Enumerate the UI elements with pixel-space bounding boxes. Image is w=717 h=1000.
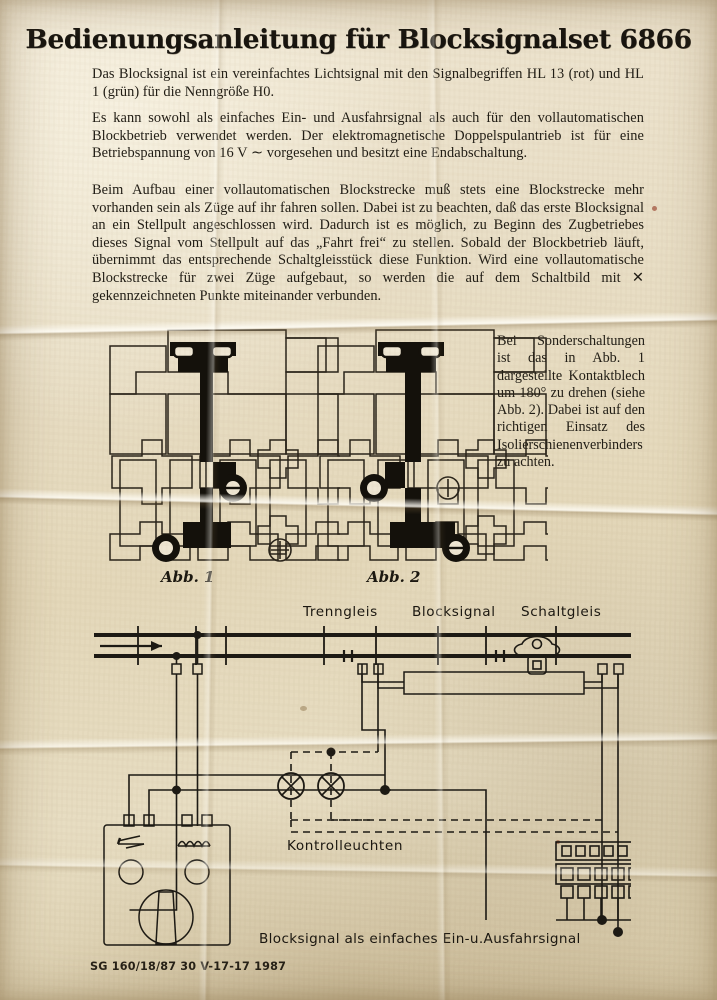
- label-kontrollleuchten: Kontrolleuchten: [287, 838, 404, 854]
- figure-caption-1: Abb. 1: [161, 568, 215, 586]
- wiring-schematic: [94, 626, 631, 946]
- schematic-caption: Blocksignal als einfaches Ein-u.Ausfahrs…: [259, 931, 581, 947]
- imprint-code: SG 160/18/87 30 V-17-17 1987: [90, 960, 287, 973]
- label-blocksignal: Blocksignal: [412, 604, 496, 620]
- label-trenngleis: Trenngleis: [303, 604, 378, 620]
- page-title: Bedienungsanleitung für Blocksignalset 6…: [25, 24, 692, 55]
- label-schaltgleis: Schaltgleis: [521, 604, 602, 620]
- foxing-spot: [652, 206, 657, 211]
- figure-abb-1: [109, 329, 340, 562]
- figure-caption-2: Abb. 2: [367, 568, 421, 586]
- paragraph-usage: Es kann sowohl als einfaches Ein- und Au…: [92, 110, 644, 162]
- paragraph-blockstrecke: Beim Aufbau einer vollautomatischen Bloc…: [92, 182, 644, 304]
- figure-abb-2: [317, 329, 548, 562]
- paragraph-intro: Das Blocksignal ist ein vereinfachtes Li…: [92, 66, 644, 100]
